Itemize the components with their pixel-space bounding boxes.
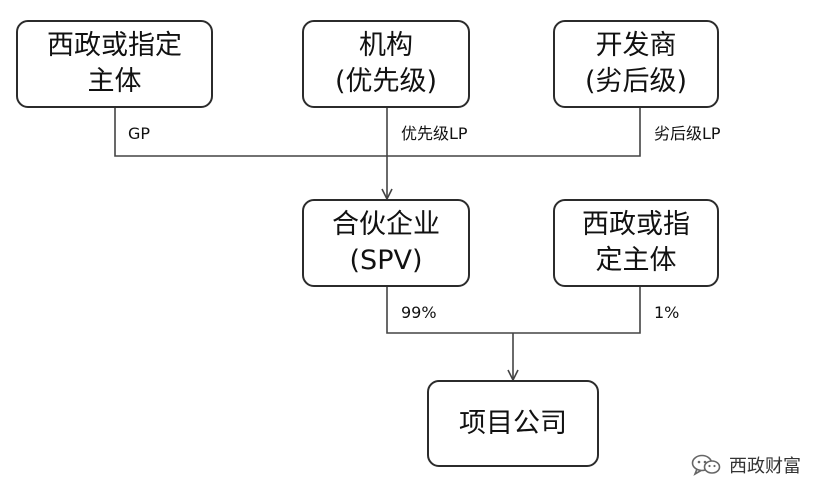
node-developer-line2: (劣后级) <box>584 66 688 97</box>
gp-line <box>114 108 641 157</box>
node-gov-top: 西政或指定 主体 <box>16 20 213 108</box>
node-gov-mid-line2: 定主体 <box>595 245 677 276</box>
node-institution-line1: 机构 <box>359 30 413 61</box>
node-spv-line2: (SPV) <box>349 245 423 276</box>
node-gov-mid: 西政或指 定主体 <box>553 199 719 287</box>
node-developer-line1: 开发商 <box>595 30 677 61</box>
edge-label-spv-share: 99% <box>401 303 437 322</box>
node-gov-top-line1: 西政或指定 <box>47 30 182 61</box>
node-gov-top-line2: 主体 <box>87 66 142 97</box>
node-institution: 机构 (优先级) <box>302 20 470 108</box>
node-spv: 合伙企业 (SPV) <box>302 199 470 287</box>
watermark-text: 西政财富 <box>729 456 801 477</box>
edge-label-gov-share: 1% <box>654 303 680 322</box>
watermark: 西政财富 <box>691 452 801 478</box>
node-project: 项目公司 <box>427 380 599 467</box>
node-project-line1: 项目公司 <box>459 407 567 439</box>
node-developer: 开发商 (劣后级) <box>553 20 719 108</box>
edge-label-priority-lp: 优先级LP <box>401 124 468 143</box>
node-spv-line1: 合伙企业 <box>332 209 440 240</box>
edge-label-gp: GP <box>128 124 151 143</box>
edge-label-subordinate-lp: 劣后级LP <box>654 124 721 143</box>
node-institution-line2: (优先级) <box>334 66 438 97</box>
wechat-icon <box>691 454 721 476</box>
node-gov-mid-line1: 西政或指 <box>582 209 690 240</box>
